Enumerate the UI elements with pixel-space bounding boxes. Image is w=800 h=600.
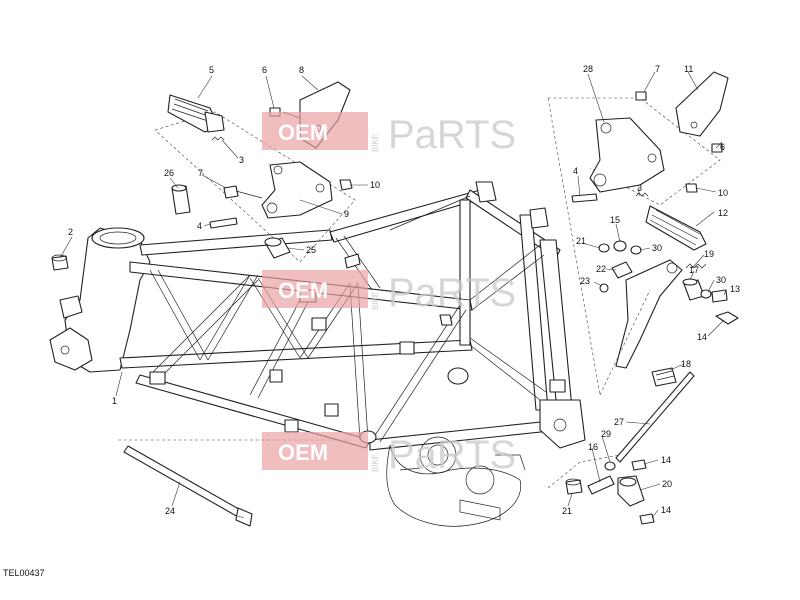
callout-7-right: 7 [655, 64, 660, 74]
callout-21: 21 [576, 236, 586, 246]
watermark-top: OEM BIKE PaRTS [262, 112, 516, 157]
callout-24: 24 [165, 506, 175, 516]
callout-14: 14 [697, 332, 707, 342]
callout-3-right: 3 [637, 183, 642, 193]
callout-9: 9 [344, 209, 349, 219]
callout-20: 20 [662, 479, 672, 489]
callout-8: 8 [299, 65, 304, 75]
callout-27: 27 [614, 417, 624, 427]
watermark-middle: OEM BIKE PaRTS [262, 270, 516, 315]
callout-13: 13 [730, 284, 740, 294]
callout-10: 10 [370, 180, 380, 190]
watermark-bike: BIKE [371, 454, 380, 472]
callout-29: 29 [601, 429, 611, 439]
callout-23: 23 [580, 276, 590, 286]
watermark-bike: BIKE [371, 134, 380, 152]
callout-15: 15 [610, 215, 620, 225]
callout-14-low: 14 [661, 505, 671, 515]
callout-10-right: 10 [718, 188, 728, 198]
watermark-parts: PaRTS [388, 113, 516, 157]
callout-4-right: 4 [573, 166, 578, 176]
leader-lines [59, 71, 727, 519]
callout-2: 2 [68, 227, 73, 237]
callout-12: 12 [718, 208, 728, 218]
callout-30: 30 [652, 243, 662, 253]
callout-25: 25 [306, 245, 316, 255]
trellis-frame [49, 181, 586, 451]
watermark-parts: PaRTS [388, 271, 516, 315]
callout-21-low: 21 [562, 506, 572, 516]
watermark-parts: PaRTS [388, 433, 516, 477]
callout-17: 17 [689, 265, 699, 275]
callout-14-mid: 14 [661, 455, 671, 465]
callout-18: 18 [681, 359, 691, 369]
engine-case-outline [386, 436, 526, 527]
callout-22: 22 [596, 264, 606, 274]
callout-28: 28 [583, 64, 593, 74]
watermark-oem: OEM [278, 440, 328, 465]
callout-labels: 5 6 8 3 26 7 10 4 9 25 2 1 24 28 7 11 6 … [68, 64, 740, 516]
callout-19: 19 [704, 249, 714, 259]
callout-1: 1 [112, 396, 117, 406]
watermark-oem: OEM [278, 120, 328, 145]
callout-16: 16 [588, 442, 598, 452]
callout-7: 7 [198, 168, 203, 178]
callout-6: 6 [262, 65, 267, 75]
diagram-code: TEL00437 [3, 568, 45, 578]
watermark-oem: OEM [278, 278, 328, 303]
right-footpeg-group [547, 71, 739, 525]
callout-4: 4 [197, 221, 202, 231]
callout-11: 11 [684, 64, 693, 74]
callout-5: 5 [209, 65, 214, 75]
callout-3: 3 [239, 155, 244, 165]
watermark-bike: BIKE [371, 292, 380, 310]
callout-30-lower: 30 [716, 275, 726, 285]
callout-26: 26 [164, 168, 174, 178]
callout-6-right: 6 [720, 142, 725, 152]
watermark-bottom: OEM BIKE PaRTS [262, 432, 516, 477]
